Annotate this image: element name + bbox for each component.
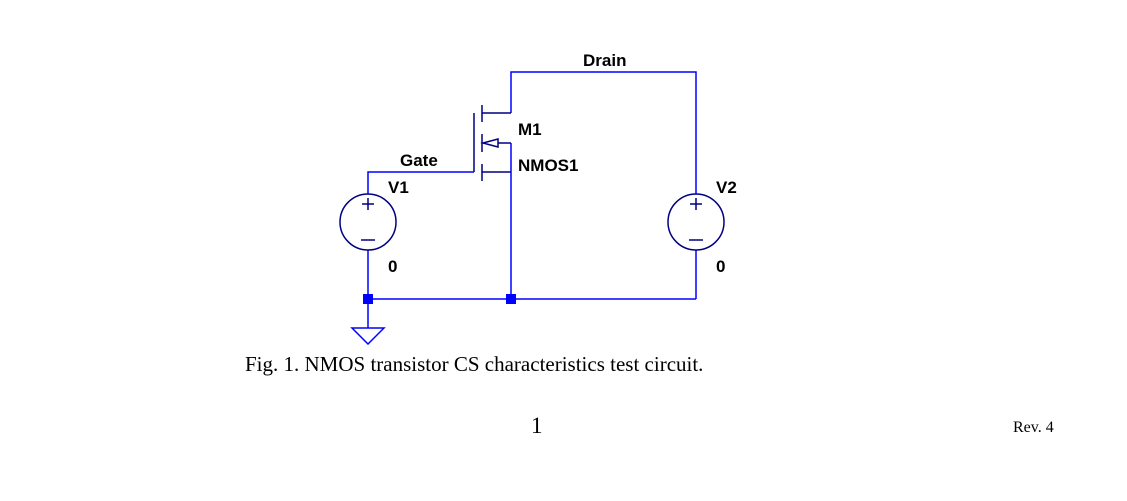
voltage-source-v2-icon bbox=[667, 193, 725, 251]
circuit-schematic: Drain Gate M1 NMOS1 V1 0 V2 0 bbox=[339, 51, 737, 345]
junction-dot-source bbox=[506, 294, 516, 304]
nmos-transistor-icon bbox=[473, 105, 511, 181]
v1-value-label: 0 bbox=[388, 257, 397, 276]
gate-wire bbox=[367, 171, 474, 194]
ground-icon bbox=[350, 327, 386, 345]
page-number: 1 bbox=[531, 413, 543, 438]
figure-caption: Fig. 1. NMOS transistor CS characteristi… bbox=[245, 352, 704, 376]
net-label-gate: Gate bbox=[400, 151, 438, 170]
revision-label: Rev. 4 bbox=[1013, 419, 1054, 436]
transistor-ref-label: M1 bbox=[518, 120, 542, 139]
junction-dot-ground bbox=[363, 294, 373, 304]
net-label-drain: Drain bbox=[583, 51, 626, 70]
transistor-model-label: NMOS1 bbox=[518, 156, 578, 175]
v2-value-label: 0 bbox=[716, 257, 725, 276]
drain-wire bbox=[510, 71, 697, 194]
v1-ref-label: V1 bbox=[388, 178, 409, 197]
v2-ref-label: V2 bbox=[716, 178, 737, 197]
voltage-source-v1-icon bbox=[339, 193, 397, 251]
